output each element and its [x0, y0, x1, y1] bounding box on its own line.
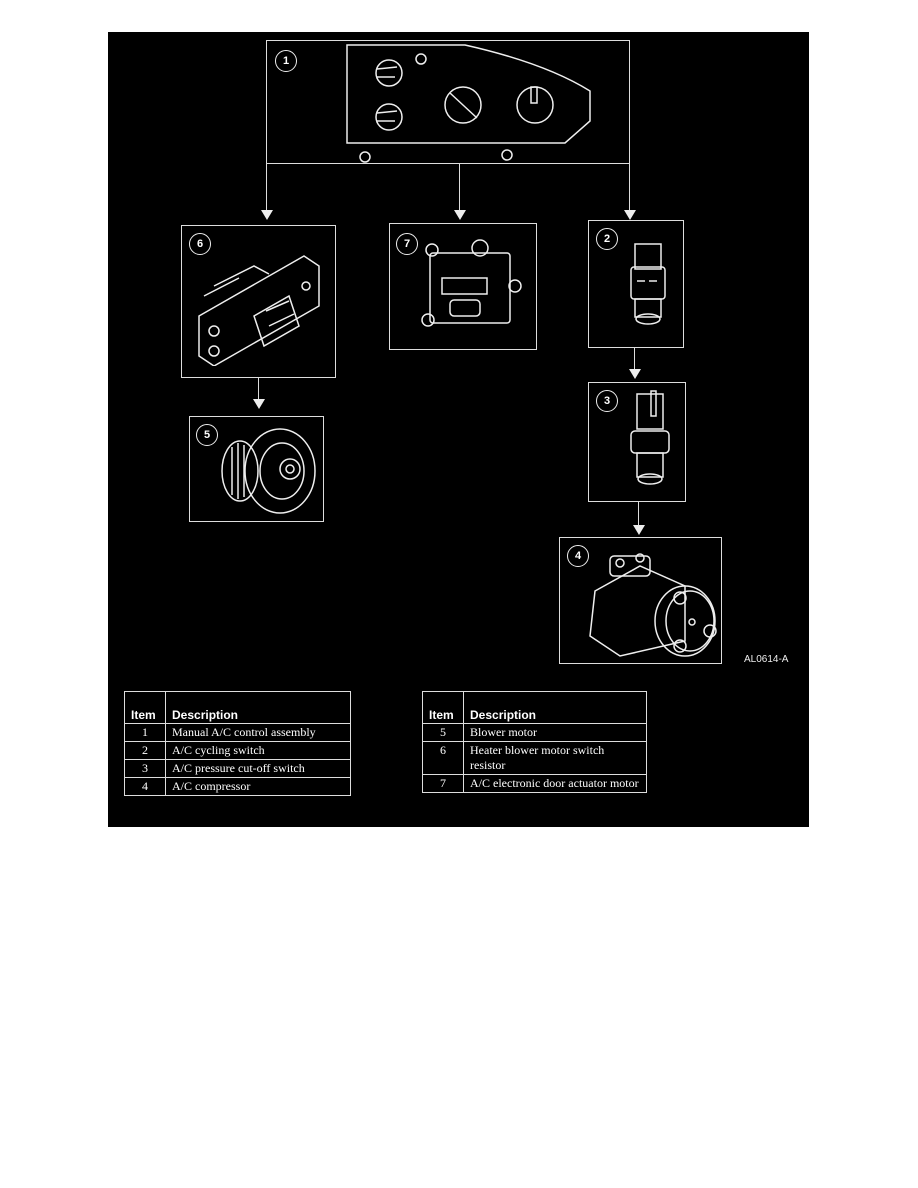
- legend-header-item: Item: [422, 691, 464, 724]
- cycling-switch-illustration: [630, 243, 666, 325]
- legend-header-description: Description: [165, 691, 351, 724]
- legend-header-description: Description: [463, 691, 647, 724]
- legend-item-number: 2: [124, 741, 166, 760]
- component-box-6: 6: [181, 225, 336, 378]
- component-box-5: 5: [189, 416, 324, 522]
- diagram-panel: 1 6: [108, 32, 809, 827]
- arrow-icon: [624, 210, 636, 220]
- component-box-2: 2: [588, 220, 684, 348]
- legend-item-description: A/C cycling switch: [165, 741, 351, 760]
- pressure-switch-illustration: [630, 390, 670, 485]
- legend-item-number: 3: [124, 759, 166, 778]
- blower-motor-illustration: [221, 428, 316, 514]
- connector-line: [266, 163, 267, 211]
- arrow-icon: [454, 210, 466, 220]
- legend-item-number: 1: [124, 723, 166, 742]
- item-badge-5: 5: [196, 424, 218, 446]
- connector-line: [638, 502, 639, 526]
- legend-item-description: Manual A/C control assembly: [165, 723, 351, 742]
- compressor-illustration: [589, 553, 717, 657]
- connector-line: [629, 163, 630, 211]
- item-badge-6: 6: [189, 233, 211, 255]
- legend-item-number: 7: [422, 774, 464, 793]
- item-badge-2: 2: [596, 228, 618, 250]
- legend-item-description: Heater blower motor switch resistor: [463, 741, 647, 775]
- control-assembly-illustration: [346, 44, 591, 163]
- component-box-3: 3: [588, 382, 686, 502]
- item-badge-1: 1: [275, 50, 297, 72]
- component-box-7: 7: [389, 223, 537, 350]
- figure-id: AL0614-A: [744, 654, 789, 665]
- item-badge-3: 3: [596, 390, 618, 412]
- legend-header-item: Item: [124, 691, 166, 724]
- item-badge-7: 7: [396, 233, 418, 255]
- legend-item-number: 5: [422, 723, 464, 742]
- arrow-icon: [633, 525, 645, 535]
- connector-line: [258, 378, 259, 400]
- component-box-4: 4: [559, 537, 722, 664]
- arrow-icon: [261, 210, 273, 220]
- legend-item-description: A/C pressure cut-off switch: [165, 759, 351, 778]
- arrow-icon: [629, 369, 641, 379]
- legend-header-row: Item Description: [422, 691, 647, 724]
- legend-item-number: 6: [422, 741, 464, 775]
- legend-item-description: Blower motor: [463, 723, 647, 742]
- actuator-illustration: [421, 239, 522, 327]
- resistor-illustration: [198, 255, 320, 366]
- connector-line: [459, 163, 460, 211]
- legend-item-description: A/C electronic door actuator motor: [463, 774, 647, 793]
- legend-item-number: 4: [124, 777, 166, 796]
- item-badge-4: 4: [567, 545, 589, 567]
- component-box-1: 1: [266, 40, 630, 164]
- arrow-icon: [253, 399, 265, 409]
- connector-line: [634, 348, 635, 370]
- legend-header-row: Item Description: [124, 691, 351, 724]
- legend-item-description: A/C compressor: [165, 777, 351, 796]
